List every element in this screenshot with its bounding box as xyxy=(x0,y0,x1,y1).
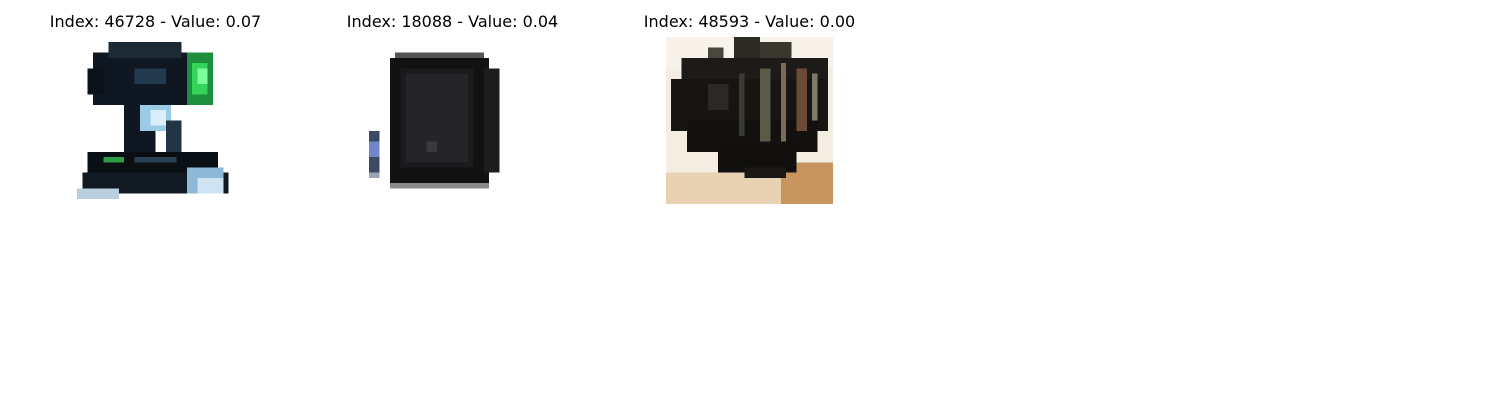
panel-title: Index: 46728 - Value: 0.07 xyxy=(49,12,262,31)
image-panel-3: Index: 48593 - Value: 0.00 xyxy=(601,0,898,220)
image-panel-2: Index: 18088 - Value: 0.04 xyxy=(304,0,601,220)
television-thumbnail xyxy=(369,37,536,204)
panel-title: Index: 18088 - Value: 0.04 xyxy=(346,12,559,31)
image-panel-1: Index: 46728 - Value: 0.07 xyxy=(7,0,304,220)
panel-title: Index: 48593 - Value: 0.00 xyxy=(643,12,856,31)
crt-television-thumbnail xyxy=(666,37,833,204)
projector-thumbnail xyxy=(72,37,239,204)
